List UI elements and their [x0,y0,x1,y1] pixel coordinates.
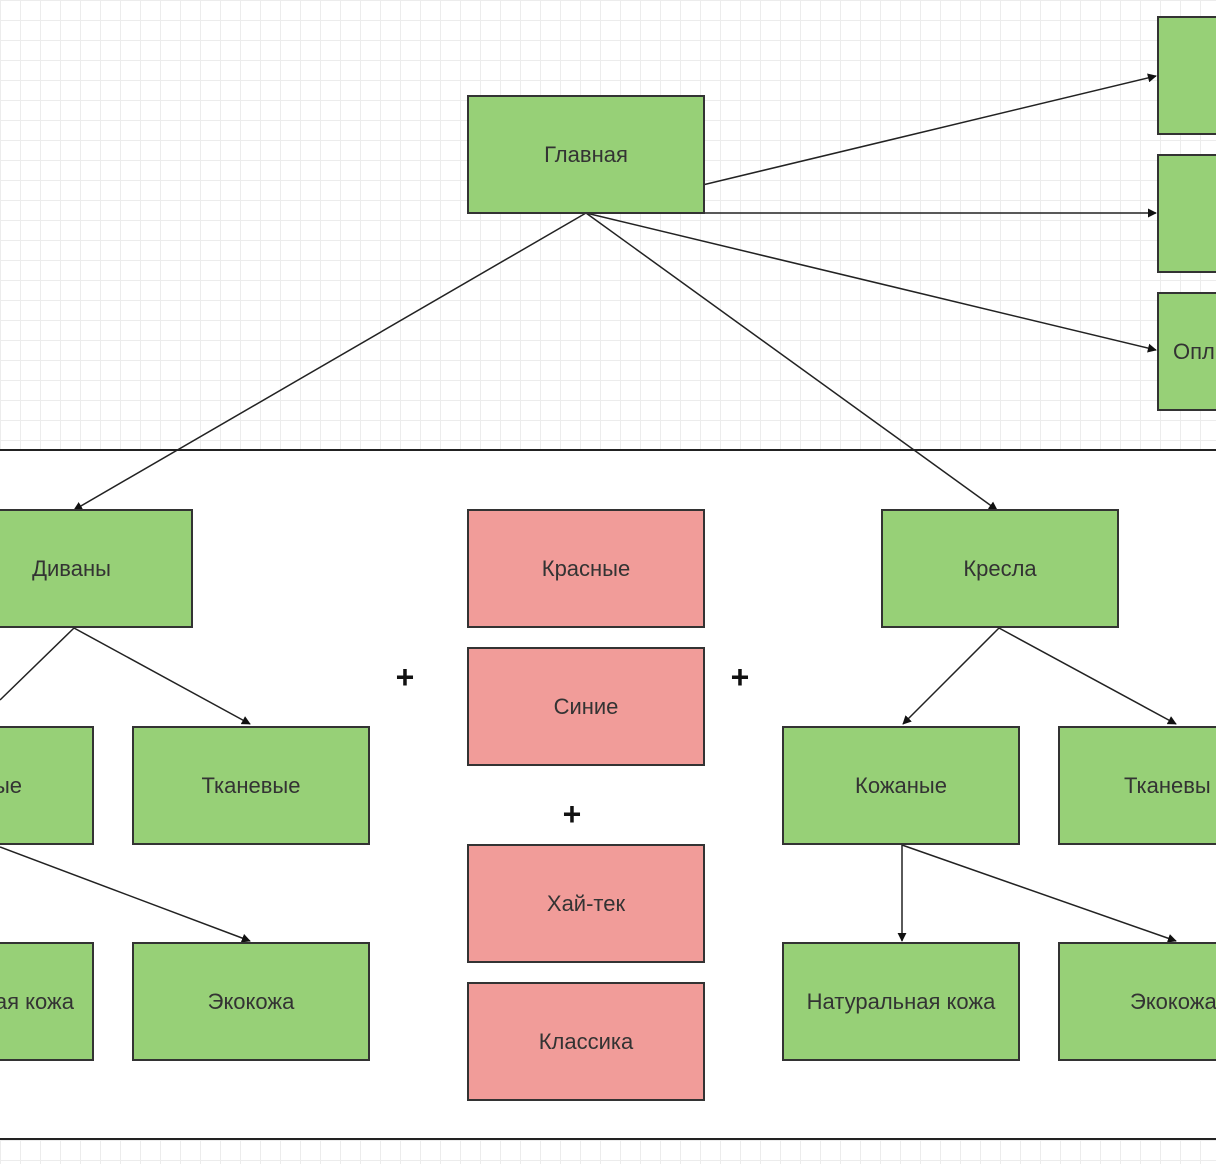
node-sofas-natural[interactable]: ая кожа [0,942,94,1061]
node-chairs-fabric[interactable]: Тканевы [1058,726,1216,845]
node-sofas-fabric[interactable]: Тканевые [132,726,370,845]
plus-sign-left: + [395,659,415,695]
node-red[interactable]: Красные [467,509,705,628]
separator-line-bottom [0,1138,1216,1140]
node-right-2[interactable] [1157,154,1216,273]
node-main[interactable]: Главная [467,95,705,214]
plus-sign-middle: + [562,796,582,832]
node-chairs-eco[interactable]: Экокожа [1058,942,1216,1061]
plus-sign-right: + [730,659,750,695]
node-blue[interactable]: Синие [467,647,705,766]
node-sofas-eco[interactable]: Экокожа [132,942,370,1061]
node-chairs-leather[interactable]: Кожаные [782,726,1020,845]
node-hitech[interactable]: Хай-тек [467,844,705,963]
edge-main-payment [585,212,1157,353]
node-chairs-natural[interactable]: Натуральная кожа [782,942,1020,1061]
separator-line-top [0,449,1216,451]
node-classic[interactable]: Классика [467,982,705,1101]
node-sofas-leather[interactable]: ые [0,726,94,845]
node-right-1[interactable] [1157,16,1216,135]
node-payment[interactable]: Опл [1157,292,1216,411]
node-chairs[interactable]: Кресла [881,509,1119,628]
node-sofas[interactable]: Диваны [0,509,193,628]
